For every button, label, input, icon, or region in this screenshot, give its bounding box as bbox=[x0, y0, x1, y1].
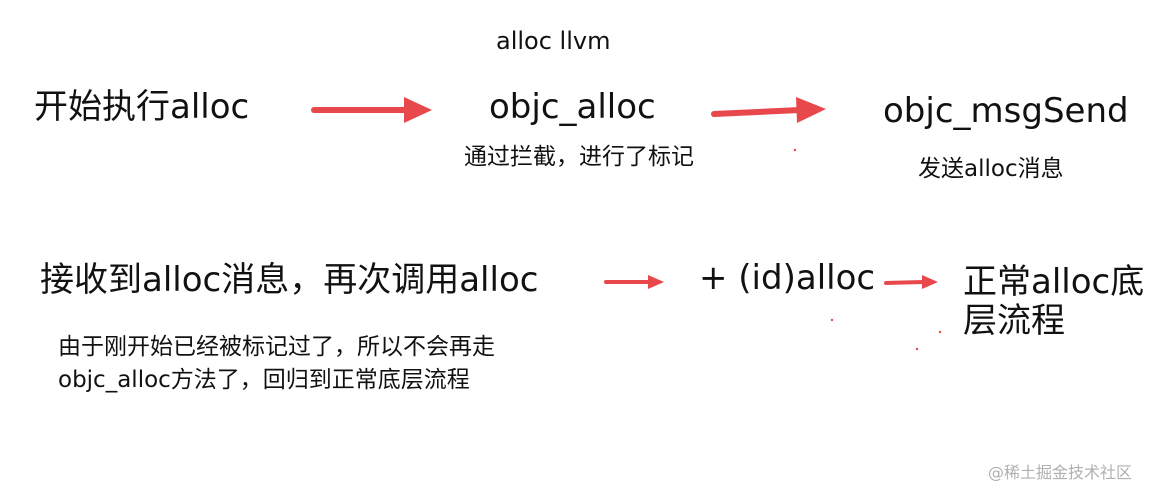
arrow-objc-alloc-to-msgsend bbox=[711, 97, 826, 123]
arrow-id-alloc-to-normal bbox=[884, 275, 938, 289]
receive-note-line1: 由于刚开始已经被标记过了，所以不会再走 bbox=[58, 334, 495, 360]
receive-node: 接收到alloc消息，再次调用alloc bbox=[40, 260, 539, 300]
arrow-receive-to-id-alloc bbox=[604, 275, 664, 289]
objc-alloc-node: objc_alloc bbox=[489, 87, 656, 127]
watermark: @稀土掘金技术社区 bbox=[988, 463, 1133, 482]
normal-flow-line1: 正常alloc底 bbox=[963, 262, 1145, 302]
objc-alloc-note: 通过拦截，进行了标记 bbox=[464, 144, 694, 170]
header-label: alloc llvm bbox=[496, 27, 611, 55]
start-node: 开始执行alloc bbox=[34, 87, 250, 127]
arrow-start-to-objc-alloc bbox=[311, 97, 432, 123]
receive-note-line2: objc_alloc方法了，回归到正常底层流程 bbox=[58, 367, 470, 393]
normal-flow-line2: 层流程 bbox=[963, 301, 1065, 341]
msgsend-note: 发送alloc消息 bbox=[918, 156, 1064, 182]
stray-marks bbox=[793, 148, 942, 351]
id-alloc-node: + (id)alloc bbox=[699, 258, 876, 298]
msgsend-node: objc_msgSend bbox=[883, 91, 1129, 131]
